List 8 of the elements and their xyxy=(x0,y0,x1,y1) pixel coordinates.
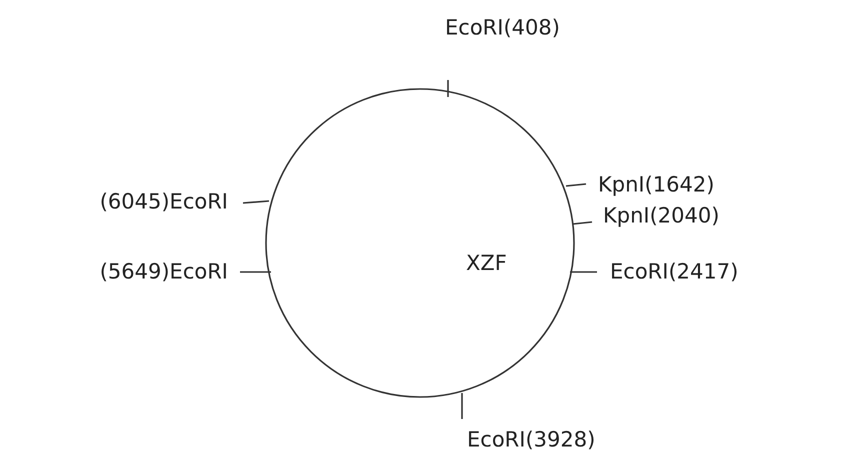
restriction-site-label: (5649)EcoRI xyxy=(100,262,228,282)
restriction-site-label: (6045)EcoRI xyxy=(100,192,228,212)
restriction-site-label: EcoRI(2417) xyxy=(610,262,738,282)
plasmid-name: XZF xyxy=(466,253,507,274)
restriction-site-label: KpnI(1642) xyxy=(598,174,714,196)
restriction-site-label: EcoRI(408) xyxy=(445,18,560,38)
restriction-site-label: KpnI(2040) xyxy=(603,206,720,226)
restriction-site-label: EcoRI(3928) xyxy=(467,430,596,450)
